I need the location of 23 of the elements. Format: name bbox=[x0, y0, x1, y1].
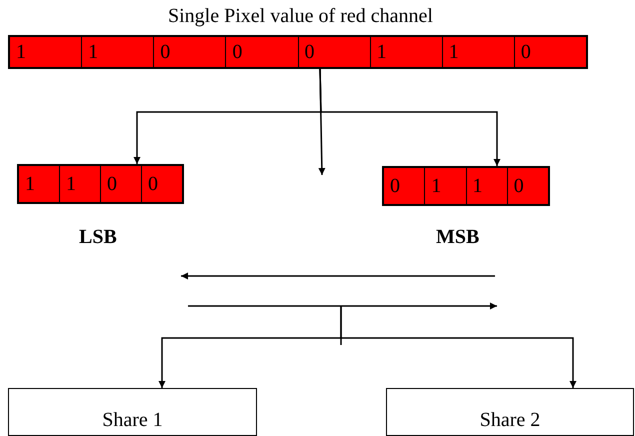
arrow bbox=[318, 68, 326, 176]
bit-cell: 0 bbox=[141, 166, 182, 202]
bit-cell: 0 bbox=[225, 37, 298, 67]
array-caption: Single Pixel value of red channel bbox=[168, 5, 433, 28]
array-caption: LSB bbox=[79, 226, 117, 249]
bit-cell: 1 bbox=[19, 166, 59, 202]
bit-cell: 1 bbox=[59, 166, 100, 202]
bit-cell: 0 bbox=[514, 37, 586, 67]
bit-cell: 0 bbox=[384, 168, 424, 204]
arrow bbox=[340, 306, 576, 388]
bit-cell: 1 bbox=[81, 37, 154, 67]
bit-cell: 0 bbox=[506, 168, 548, 204]
bit-cell: 0 bbox=[100, 166, 141, 202]
bit-cell: 1 bbox=[424, 168, 466, 204]
share-box: Share 2 bbox=[386, 388, 634, 436]
array-caption: MSB bbox=[436, 226, 480, 249]
bit-cell: 0 bbox=[153, 37, 226, 67]
bit-cell: 1 bbox=[442, 37, 514, 67]
bit-cell: 1 bbox=[370, 37, 442, 67]
bit-cell: 1 bbox=[10, 37, 82, 67]
bit-cell: 0 bbox=[298, 37, 370, 67]
share-box: Share 1 bbox=[8, 388, 257, 436]
bit-cell: 1 bbox=[466, 168, 507, 204]
